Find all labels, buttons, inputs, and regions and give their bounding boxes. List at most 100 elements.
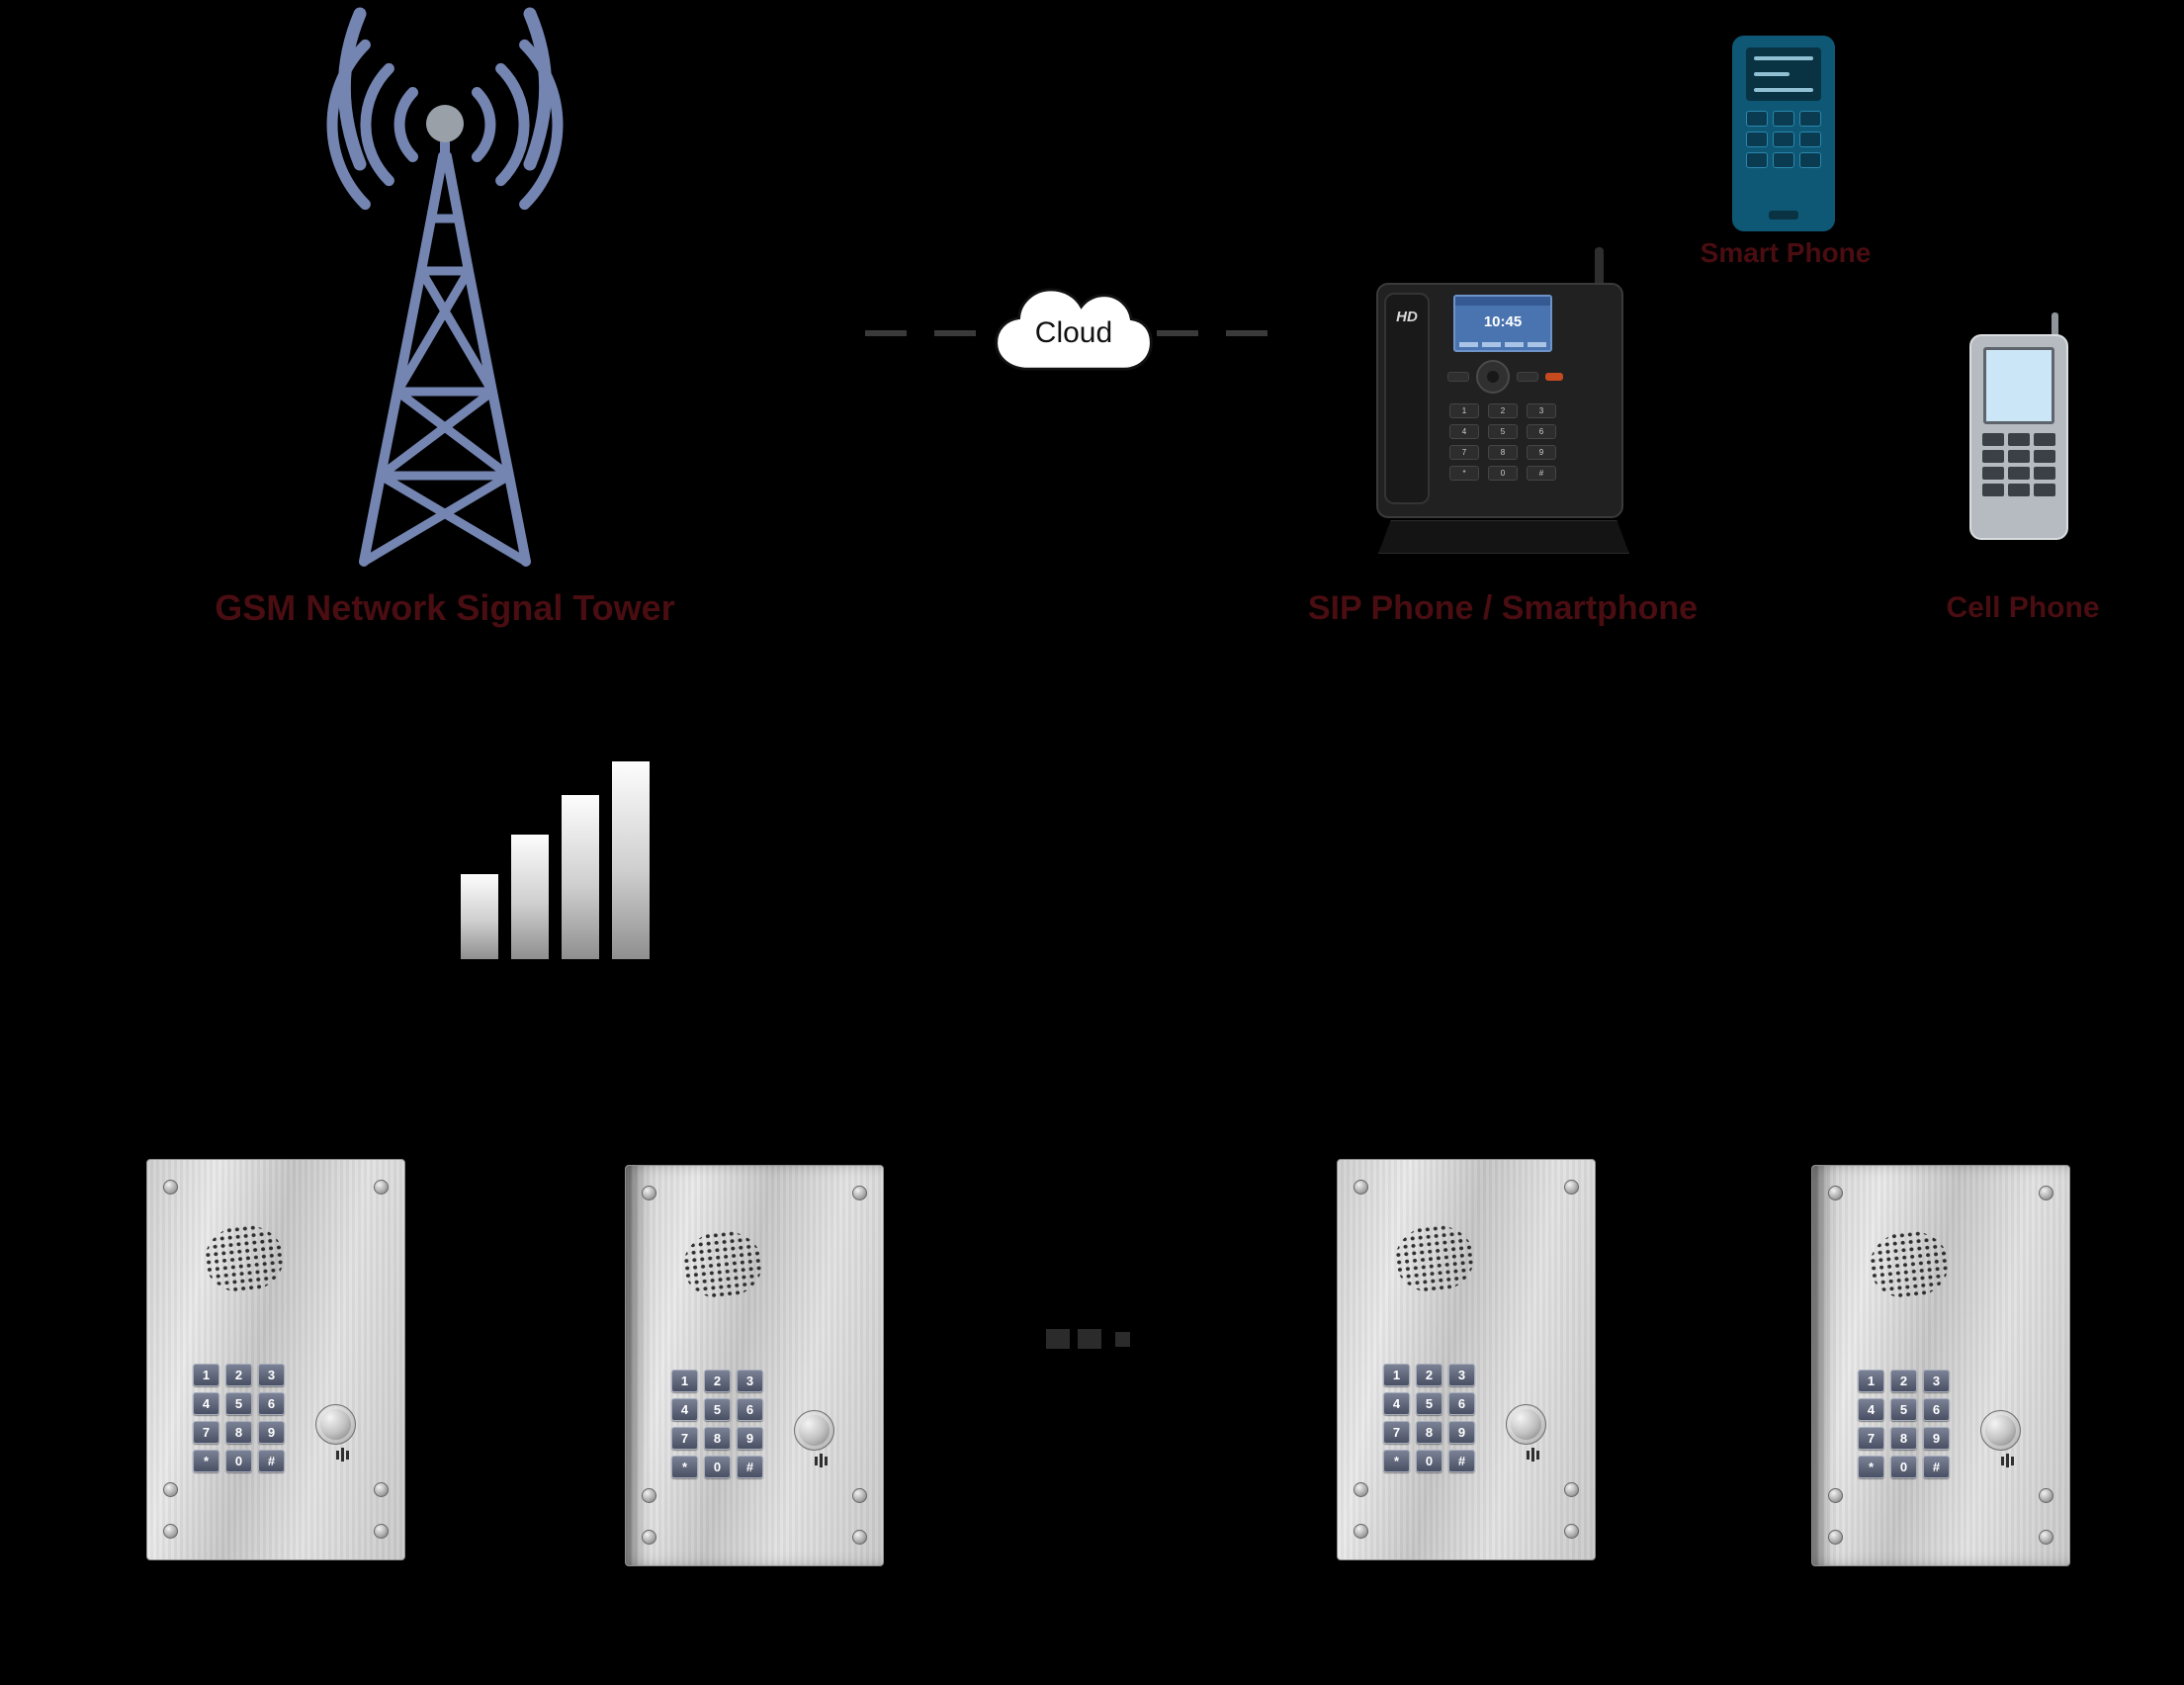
smartphone-label: Smart Phone [1700,237,1872,268]
key-4: 4 [671,1398,698,1421]
key-4: 4 [1383,1392,1410,1415]
screw-icon [642,1530,656,1545]
screw-icon [374,1482,389,1497]
screw-icon [163,1180,178,1195]
key-5: 5 [704,1398,731,1421]
screw-icon [642,1488,656,1503]
key-#: # [1448,1450,1475,1472]
key-6: 6 [1527,424,1556,439]
cellphone-keypad-icon [1982,433,2055,496]
screw-icon [1828,1488,1843,1503]
speaker-grille-icon [1391,1221,1478,1296]
key-0: 0 [1488,466,1518,481]
key-4: 4 [193,1392,219,1415]
key-0: 0 [1890,1456,1917,1478]
key-2: 2 [1416,1364,1442,1386]
key-5: 5 [1416,1392,1442,1415]
screw-icon [1354,1482,1368,1497]
screw-icon [163,1482,178,1497]
key-9: 9 [1448,1421,1475,1444]
screw-icon [2039,1186,2053,1200]
key-#: # [258,1450,285,1472]
cloud-label: Cloud [1034,316,1113,349]
cloud-icon [995,288,1153,371]
key-9: 9 [1527,445,1556,460]
screw-icon [163,1524,178,1539]
key-8: 8 [1488,445,1518,460]
hangup-key-icon [1545,373,1563,381]
key-5: 5 [1488,424,1518,439]
cellphone-body [1969,334,2068,540]
cell-phone-label: Cell Phone [1946,591,2100,624]
key-1: 1 [1449,403,1479,418]
key-7: 7 [193,1421,219,1444]
key-3: 3 [1448,1364,1475,1386]
key-5: 5 [1890,1398,1917,1421]
key-7: 7 [671,1427,698,1450]
speaker-grille-icon [201,1221,288,1296]
key-*: * [671,1456,698,1478]
network-link-right [1157,330,1281,336]
key-*: * [1858,1456,1884,1478]
screw-icon [1564,1180,1579,1195]
desk-phone-label: SIP Phone / Smartphone [1307,589,1699,627]
screw-icon [2039,1488,2053,1503]
speaker-grille-icon [679,1227,766,1302]
screw-icon [1828,1186,1843,1200]
key-3: 3 [1923,1370,1950,1392]
key-#: # [1923,1456,1950,1478]
screw-icon [1564,1524,1579,1539]
key-8: 8 [225,1421,252,1444]
screw-icon [852,1488,867,1503]
key-2: 2 [1890,1370,1917,1392]
key-6: 6 [258,1392,285,1415]
screw-icon [1354,1524,1368,1539]
key-0: 0 [704,1456,731,1478]
network-link-left [865,330,994,336]
key-6: 6 [737,1398,763,1421]
key-9: 9 [1923,1427,1950,1450]
key-2: 2 [225,1364,252,1386]
handset-icon: HD [1384,293,1430,504]
key-7: 7 [1383,1421,1410,1444]
call-button-icon [794,1410,834,1451]
cellphone-antenna-icon [2052,312,2058,340]
screw-icon [2039,1530,2053,1545]
key-1: 1 [1858,1370,1884,1392]
key-2: 2 [1488,403,1518,418]
key-2: 2 [704,1370,731,1392]
screw-icon [642,1186,656,1200]
smartphone-app-icon [1732,36,1835,231]
key-5: 5 [225,1392,252,1415]
screw-icon [852,1186,867,1200]
cloud-node: Cloud [989,275,1159,388]
smartphone-home-button-icon [1769,211,1798,220]
screw-icon [374,1180,389,1195]
key-*: * [1383,1450,1410,1472]
screen-time: 10:45 [1483,313,1523,330]
key-7: 7 [1858,1427,1884,1450]
speaker-grille-icon [1866,1227,1953,1302]
screw-icon [1564,1482,1579,1497]
mic-icon [1527,1447,1539,1463]
key-1: 1 [193,1364,219,1386]
more-panels-ellipsis [1046,1329,1130,1349]
mic-icon [336,1447,349,1463]
key-8: 8 [1890,1427,1917,1450]
cell-phone-icon [1964,312,2074,540]
softkey-row [1459,342,1546,347]
key-6: 6 [1448,1392,1475,1415]
cellphone-screen [1983,347,2054,424]
call-button-icon [1980,1410,2021,1451]
key-#: # [1527,466,1556,481]
